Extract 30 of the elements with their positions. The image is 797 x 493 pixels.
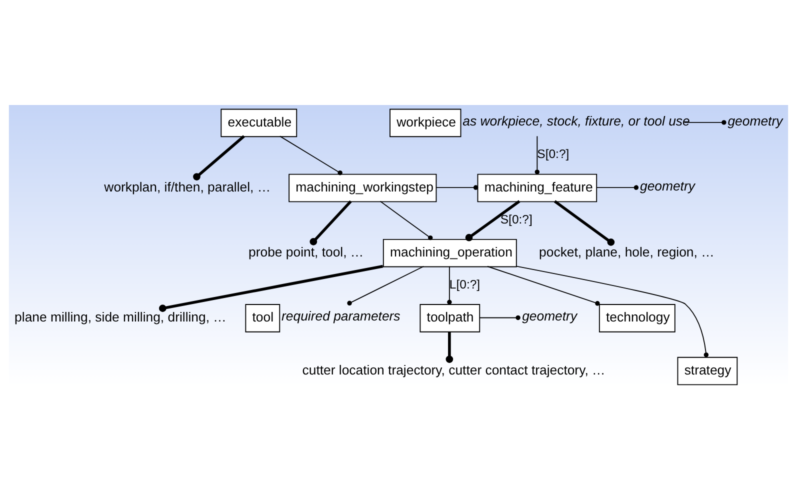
connector <box>465 200 520 242</box>
connector <box>436 185 478 190</box>
connector <box>380 200 433 240</box>
connector <box>447 266 452 304</box>
node-text: geometry <box>522 308 578 324</box>
connector <box>159 264 384 312</box>
node-label: required parameters <box>282 308 400 324</box>
node-text: plane milling, side milling, drilling, … <box>14 310 226 325</box>
edge-label: S[0:?] <box>537 147 570 162</box>
connector <box>446 332 454 363</box>
connector <box>193 135 245 180</box>
connector <box>279 136 342 176</box>
node-text: probe point, tool, … <box>248 244 364 260</box>
connector <box>479 315 520 320</box>
edge-label: S[0:?] <box>500 212 532 226</box>
connector <box>310 200 352 246</box>
node-text: pocket, plane, hole, region, … <box>539 244 714 260</box>
node-label: as workpiece, stock, fixture, or tool use <box>462 113 690 128</box>
edge-label: L[0:?] <box>449 277 480 292</box>
connector <box>684 120 726 125</box>
connector <box>486 266 600 306</box>
connector <box>534 136 540 174</box>
connector <box>596 185 639 190</box>
connector <box>347 266 424 306</box>
node-text: geometry <box>640 178 695 194</box>
connector <box>554 200 615 246</box>
node-text: workplan, if/then, parallel, … <box>104 180 271 195</box>
connector <box>516 266 709 358</box>
node-text: cutter location trajectory, cutter contact trajectory, … <box>302 362 606 378</box>
node-text: geometry <box>728 113 783 128</box>
